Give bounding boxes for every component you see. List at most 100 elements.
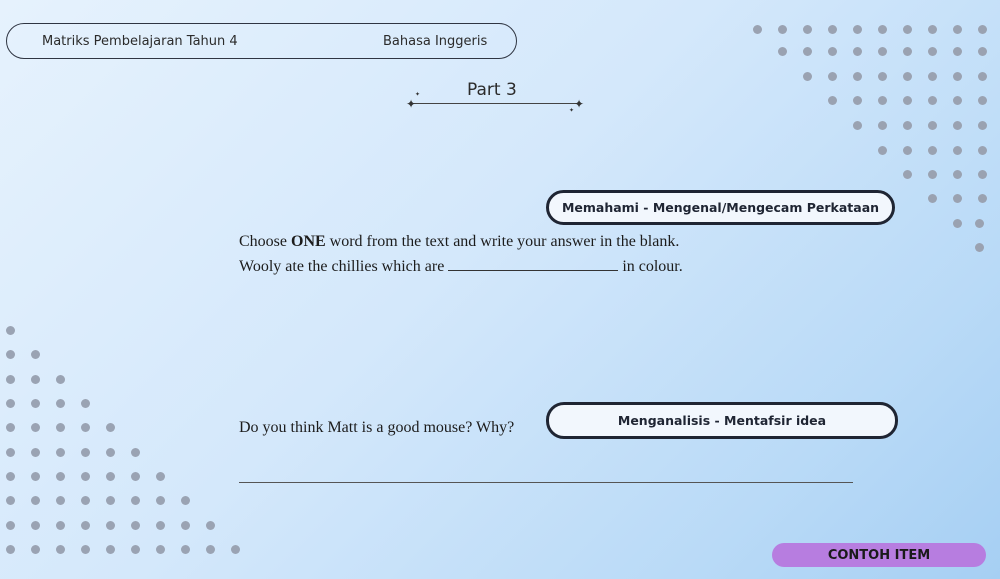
decor-dot: [852, 24, 862, 34]
decor-dot: [902, 145, 912, 155]
decor-dot: [977, 145, 987, 155]
decor-dot: [802, 71, 812, 81]
title-divider: [412, 103, 579, 104]
decor-dot: [105, 544, 115, 554]
decor-dot: [952, 169, 962, 179]
decor-dot: [927, 120, 937, 130]
decor-dot: [977, 169, 987, 179]
decor-dot: [80, 471, 90, 481]
decor-dot: [5, 325, 15, 335]
decor-dot: [155, 544, 165, 554]
decor-dot: [55, 520, 65, 530]
skill-tag-memahami: Memahami - Mengenal/Mengecam Perkataan: [546, 190, 895, 225]
decor-dot: [902, 169, 912, 179]
decor-dot: [130, 471, 140, 481]
decor-dot: [5, 422, 15, 432]
decor-dot: [30, 447, 40, 457]
decor-dot: [205, 544, 215, 554]
decor-dot: [927, 71, 937, 81]
decor-dot: [802, 24, 812, 34]
decor-dot: [927, 46, 937, 56]
decor-dot: [977, 95, 987, 105]
decor-dot: [952, 120, 962, 130]
decor-dot: [55, 495, 65, 505]
decor-dot: [105, 495, 115, 505]
decor-dot: [952, 145, 962, 155]
emphasis-one: ONE: [291, 233, 326, 250]
part-title: Part 3: [467, 80, 517, 100]
decor-dot: [952, 71, 962, 81]
decor-dot: [105, 520, 115, 530]
answer-blank[interactable]: [448, 258, 619, 271]
decor-dot: [977, 24, 987, 34]
decor-dot: [902, 71, 912, 81]
skill-tag-menganalisis: Menganalisis - Mentafsir idea: [546, 402, 898, 439]
decor-dot: [952, 46, 962, 56]
decor-dot: [130, 447, 140, 457]
decor-dot: [827, 71, 837, 81]
decor-dot: [974, 218, 984, 228]
decor-dot: [974, 242, 984, 252]
decor-dot: [80, 422, 90, 432]
decor-dot: [5, 520, 15, 530]
decor-dot: [877, 145, 887, 155]
decor-dot: [5, 398, 15, 408]
decor-dot: [55, 398, 65, 408]
decor-dot: [952, 95, 962, 105]
decor-dot: [852, 120, 862, 130]
decor-dot: [30, 495, 40, 505]
decor-dot: [827, 95, 837, 105]
decor-dot: [180, 544, 190, 554]
question-instruction: Choose ONE word from the text and write …: [239, 233, 680, 250]
decor-dot: [55, 422, 65, 432]
decor-dot: [30, 398, 40, 408]
header-pill: Matriks Pembelajaran Tahun 4 Bahasa Ingg…: [6, 23, 517, 59]
decor-dot: [205, 520, 215, 530]
decor-dot: [80, 520, 90, 530]
decor-dot: [230, 544, 240, 554]
decor-dot: [977, 71, 987, 81]
decor-dot: [877, 71, 887, 81]
decor-dot: [977, 120, 987, 130]
decor-dot: [877, 120, 887, 130]
decor-dot: [80, 447, 90, 457]
decor-dot: [30, 520, 40, 530]
decor-dot: [977, 193, 987, 203]
answer-line[interactable]: [239, 482, 853, 483]
decor-dot: [752, 24, 762, 34]
decor-dot: [5, 349, 15, 359]
decor-dot: [952, 193, 962, 203]
decor-dot: [80, 544, 90, 554]
decor-dot: [130, 544, 140, 554]
decor-dot: [902, 46, 912, 56]
decor-dot: [852, 46, 862, 56]
decor-dot: [105, 422, 115, 432]
decor-dot: [105, 471, 115, 481]
decor-dot: [877, 46, 887, 56]
decor-dot: [927, 145, 937, 155]
decor-dot: [155, 495, 165, 505]
sparkle-tiny-icon: ✦: [569, 108, 575, 114]
sparkle-small-icon: ✦: [415, 92, 421, 98]
decor-dot: [977, 46, 987, 56]
decor-dot: [55, 374, 65, 384]
sparkle-right-icon: ✦: [574, 97, 585, 111]
decor-dot: [952, 218, 962, 228]
decor-dot: [902, 24, 912, 34]
decor-dot: [30, 374, 40, 384]
decor-dot: [105, 447, 115, 457]
decor-dot: [55, 544, 65, 554]
decor-dot: [130, 495, 140, 505]
decor-dot: [777, 24, 787, 34]
header-subject-title: Matriks Pembelajaran Tahun 4: [42, 34, 238, 49]
sparkle-left-icon: ✦: [406, 97, 417, 111]
decor-dot: [5, 544, 15, 554]
decor-dot: [827, 24, 837, 34]
decor-dot: [30, 349, 40, 359]
decor-dot: [55, 471, 65, 481]
decor-dot: [5, 447, 15, 457]
decor-dot: [30, 422, 40, 432]
decor-dot: [5, 471, 15, 481]
decor-dot: [5, 495, 15, 505]
decor-dot: [180, 495, 190, 505]
